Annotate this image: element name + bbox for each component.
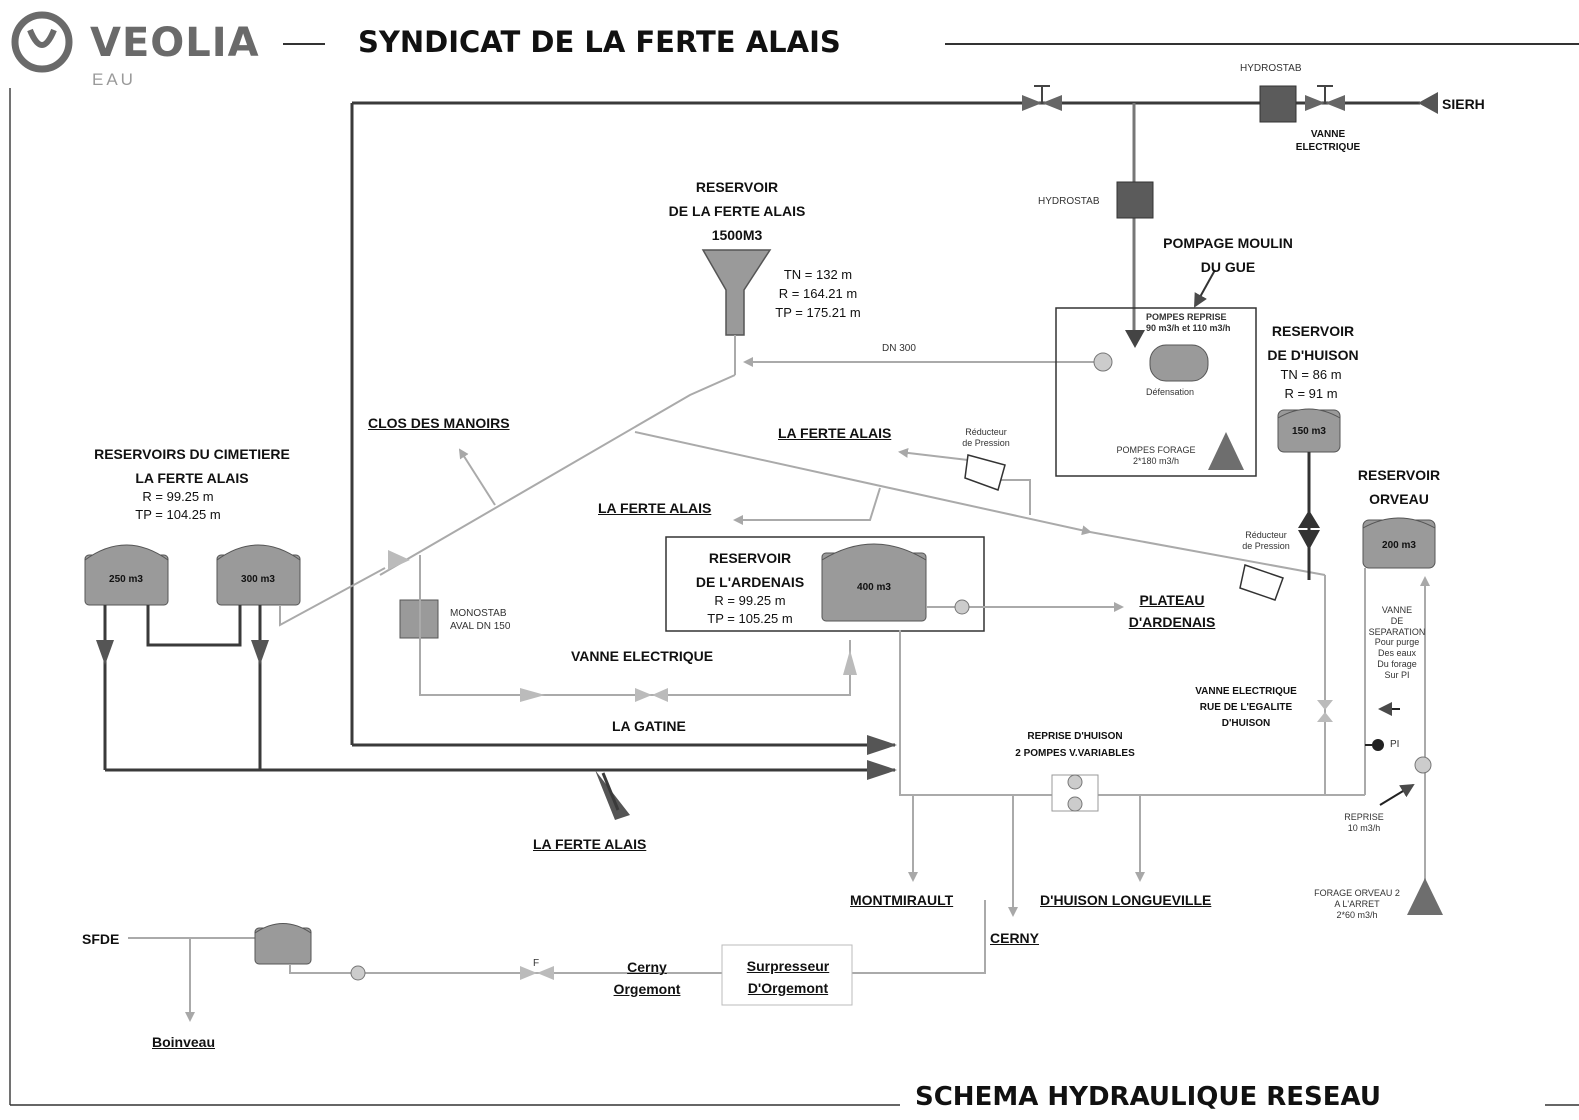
reservoir-ferte-funnel-icon xyxy=(701,249,772,336)
ferte-alais-label-1: LA FERTE ALAIS xyxy=(778,425,892,441)
cimetiere-tank-2-icon xyxy=(216,544,301,606)
reducteur-1-icon xyxy=(964,454,1006,491)
defense-label: Défensation xyxy=(1146,387,1195,397)
reprise-arrow xyxy=(1379,783,1415,806)
top-valve-icon xyxy=(1022,85,1062,111)
hydrostab-mid-icon xyxy=(1116,181,1154,219)
pompage-moulin-box xyxy=(1055,307,1257,477)
pompes-reprise-valve-icon xyxy=(1125,330,1145,348)
pipe-orgemont xyxy=(289,900,986,974)
hydrostab-mid-label: HYDROSTAB xyxy=(1038,196,1100,207)
sfde-label: SFDE xyxy=(82,931,120,947)
huison-valve-icon xyxy=(1298,510,1320,550)
pompage-arrow xyxy=(1194,269,1216,308)
veolia-logo-icon xyxy=(11,11,73,73)
main-loop-pipe xyxy=(105,101,1420,780)
orveau-pump-icon xyxy=(1414,756,1432,774)
pi-icon xyxy=(1372,739,1384,751)
pipe-reprise-huison xyxy=(899,630,1365,796)
cimetiere-valve-icon xyxy=(388,550,410,570)
sierh-label: SIERH xyxy=(1442,96,1485,112)
defense-tank-icon xyxy=(1149,344,1209,382)
forage-orveau-icon xyxy=(1407,878,1443,915)
ferte-alais-label-3: LA FERTE ALAIS xyxy=(533,836,647,852)
huison-tank-label: 150 m3 xyxy=(1292,426,1326,437)
dn300-label: DN 300 xyxy=(882,343,916,354)
f-valve-icon xyxy=(520,966,554,980)
huison-longueville-label: D'HUISON LONGUEVILLE xyxy=(1040,892,1212,908)
pipe-to-clos xyxy=(458,448,496,506)
hydrostab-top-label: HYDROSTAB xyxy=(1240,63,1302,74)
pipe-diagonal-west xyxy=(379,374,736,576)
sierh-arrow-icon xyxy=(1418,92,1438,114)
footer-title: SCHEMA HYDRAULIQUE RESEAU xyxy=(915,1082,1381,1112)
pi-label: PI xyxy=(1390,739,1400,750)
vanne-electrique-valve-icon xyxy=(1305,85,1345,111)
montmirault-label: MONTMIRAULT xyxy=(850,892,954,908)
pompes-forage-icon xyxy=(1208,432,1244,470)
cimetiere-tank-1-label: 250 m3 xyxy=(109,574,143,585)
vanne-egalite-icon xyxy=(1317,700,1333,722)
f-valve-label: F xyxy=(533,958,540,969)
ferte-alais-label-2: LA FERTE ALAIS xyxy=(598,500,712,516)
pipe-diagonal-east xyxy=(634,431,1092,536)
pipe-ferte-alais-2 xyxy=(1089,531,1326,576)
ardenais-box xyxy=(665,536,985,632)
la-gatine-label: LA GATINE xyxy=(612,718,686,734)
boinveau-label: Boinveau xyxy=(152,1034,216,1050)
ardenais-tank-icon xyxy=(821,543,927,622)
vanne-electrique-mid-label: VANNE ELECTRIQUE xyxy=(571,648,714,664)
pipe-to-ferte-2 xyxy=(733,487,881,525)
cimetiere-out-pipe xyxy=(279,567,386,627)
sfde-tank-icon xyxy=(254,923,312,965)
hydrostab-top-icon xyxy=(1259,85,1297,123)
cimetiere-pipes xyxy=(103,605,262,770)
reducteur-2-icon xyxy=(1239,564,1284,601)
page-title: SYNDICAT DE LA FERTE ALAIS xyxy=(358,25,841,59)
pipe-to-ferte-1 xyxy=(1000,479,1031,515)
surpresseur-box xyxy=(721,944,853,1006)
clos-des-manoirs-label: CLOS DES MANOIRS xyxy=(368,415,510,431)
vanne-elec-mid-icon xyxy=(635,688,668,702)
ardenais-tank-label: 400 m3 xyxy=(857,582,891,593)
cimetiere-tank-2-label: 300 m3 xyxy=(241,574,275,585)
pompe-reprise-icon xyxy=(1093,352,1113,372)
pipe-to-ferte-1b xyxy=(898,447,969,461)
logo-text: VEOLIA xyxy=(90,20,260,66)
cimetiere-tank-1-icon xyxy=(84,544,169,606)
logo-sub: EAU xyxy=(92,70,136,89)
cerny-label: CERNY xyxy=(990,930,1040,946)
orveau-tank-label: 200 m3 xyxy=(1382,540,1416,551)
